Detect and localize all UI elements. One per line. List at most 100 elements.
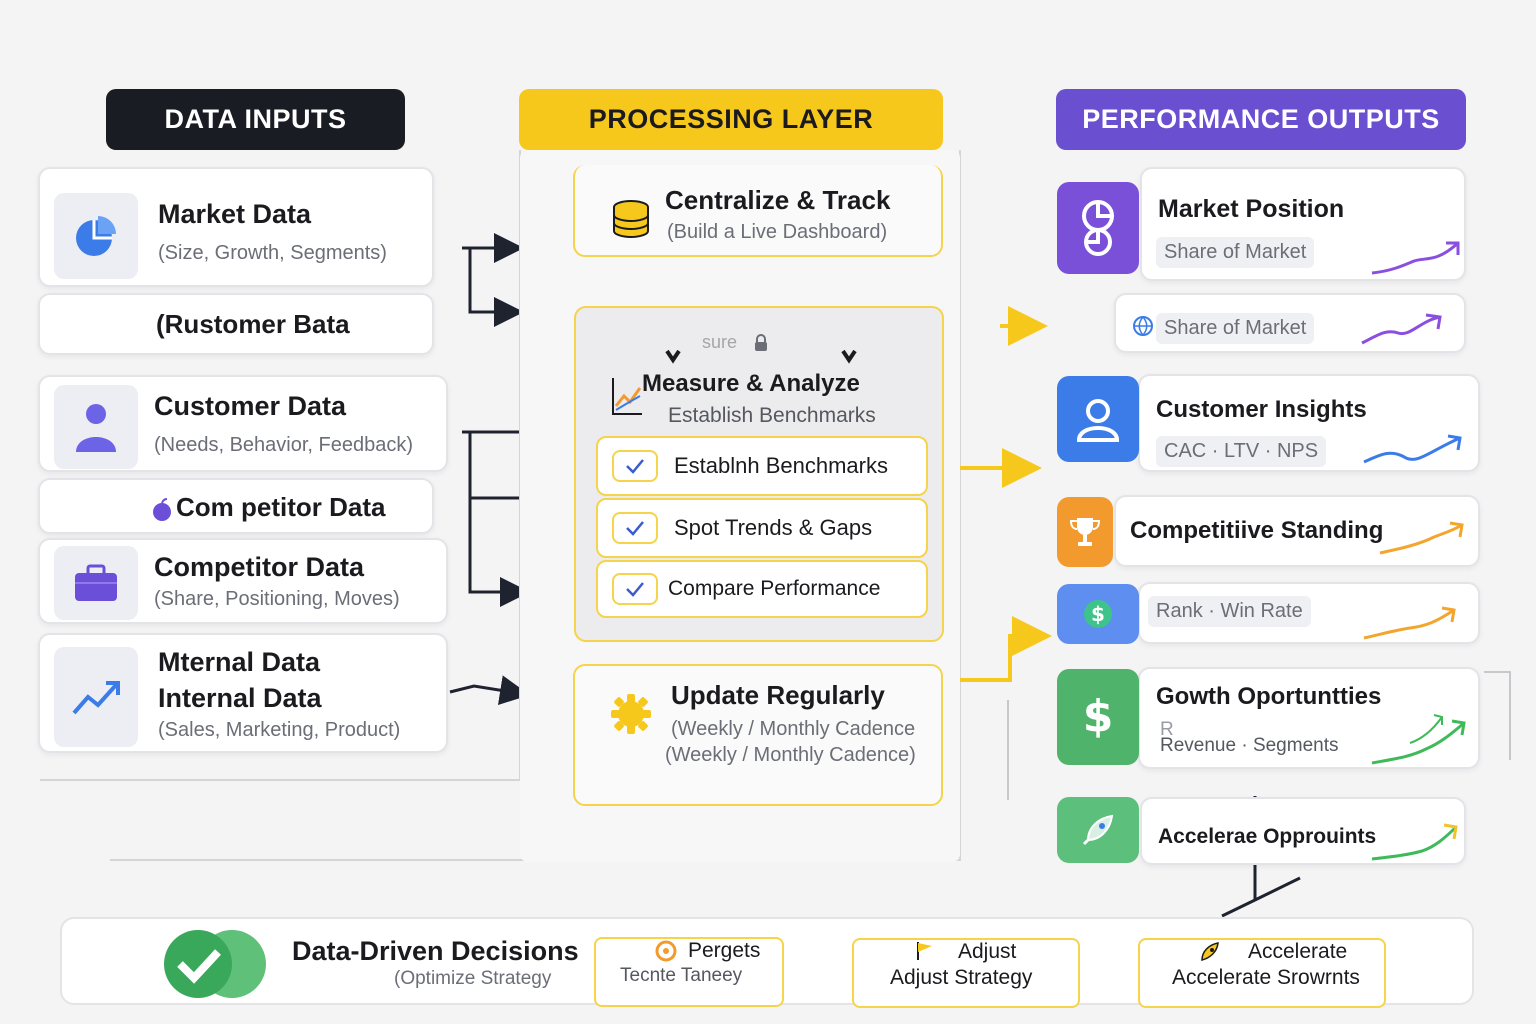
accelerate-card[interactable]: Accelerae Opprouints <box>1140 797 1466 865</box>
check-icon <box>612 573 658 605</box>
measure-top-label: sure <box>702 332 738 352</box>
competitor-data-title: Competitor Data <box>154 552 365 582</box>
targets-step-bottom: Tecnte Taneey <box>620 965 743 986</box>
market-data-subtitle: (Size, Growth, Segments) <box>158 242 387 264</box>
competitor-data-subtitle: (Share, Positioning, Moves) <box>154 588 400 610</box>
trend-sparkline <box>1371 241 1460 275</box>
gear-icon <box>611 694 651 734</box>
dollar-icon: $ <box>1083 691 1114 742</box>
flag-icon <box>917 942 932 960</box>
globe-icon <box>1133 316 1153 336</box>
share-of-market-card[interactable]: Share of Market <box>1114 293 1466 353</box>
user-icon <box>1076 399 1120 442</box>
apple-icon <box>153 498 171 521</box>
establish-benchmarks-item[interactable]: Establnh Benchmarks <box>596 436 928 496</box>
customer-insights-card[interactable]: Customer Insights CAC · LTV · NPS <box>1138 374 1480 472</box>
adjust-step-box[interactable]: Adjust Adjust Strategy <box>852 938 1080 1008</box>
dollar-coin-icon: $ <box>1084 600 1112 628</box>
competitor-data-card[interactable]: Competitor Data (Share, Positioning, Mov… <box>38 538 448 624</box>
internal-data-card[interactable]: Mternal Data Internal Data (Sales, Marke… <box>38 633 448 753</box>
customer-data-small-title: (Rustomer Bata <box>156 309 350 339</box>
customer-insights-chip: CAC · LTV · NPS <box>1156 436 1327 467</box>
update-regularly-subtitle-1: (Weekly / Monthly Cadence <box>671 718 916 740</box>
customer-insights-icon-tile <box>1057 376 1139 462</box>
market-position-title: Market Position <box>1158 195 1345 223</box>
update-regularly-box[interactable]: Update Regularly (Weekly / Monthly Caden… <box>573 664 943 806</box>
trend-sparkline <box>1363 434 1462 464</box>
accelerate-step-bottom: Accelerate Srowrnts <box>1172 966 1360 989</box>
customer-insights-title: Customer Insights <box>1156 396 1367 423</box>
targets-step-box[interactable]: Pergets Tecnte Taneey <box>594 937 784 1007</box>
growth-icon-tile: $ <box>1057 669 1139 765</box>
trend-up-icon <box>72 681 120 715</box>
internal-data-title-1: Mternal Data <box>158 647 321 677</box>
measure-analyze-subtitle: Establish Benchmarks <box>668 404 876 427</box>
data-inputs-header: DATA INPUTS <box>106 89 405 150</box>
share-of-market-chip: Share of Market <box>1156 313 1315 344</box>
briefcase-icon <box>75 564 117 601</box>
person-icon <box>76 404 116 452</box>
svg-text:$: $ <box>1083 691 1114 742</box>
market-position-chip: Share of Market <box>1156 237 1315 268</box>
market-data-card[interactable]: Market Data (Size, Growth, Segments) <box>38 167 434 287</box>
trend-sparkline <box>1371 714 1466 765</box>
rocket-icon <box>1082 814 1114 846</box>
decisions-title: Data-Driven Decisions <box>292 936 579 966</box>
rank-icon-tile: $ <box>1057 584 1139 644</box>
customer-data-card[interactable]: Customer Data (Needs, Behavior, Feedback… <box>38 375 448 472</box>
market-position-icon-tile <box>1057 182 1139 274</box>
growth-opportunities-card[interactable]: Gowth Oportuntties R Revenue · Segments <box>1138 667 1480 769</box>
compare-performance-label: Compare Performance <box>668 577 881 600</box>
market-data-title: Market Data <box>158 199 312 229</box>
svg-text:$: $ <box>1091 602 1105 626</box>
trend-sparkline <box>1363 606 1456 640</box>
trend-sparkline <box>1371 823 1458 861</box>
chevron-down-icon-2 <box>841 349 857 364</box>
rank-win-rate-card[interactable]: Rank · Win Rate <box>1138 582 1480 644</box>
internal-data-title-2: Internal Data <box>158 683 322 713</box>
trophy-icon <box>1069 518 1101 546</box>
customer-data-subtitle: (Needs, Behavior, Feedback) <box>154 434 414 456</box>
accelerate-step-top: Accelerate <box>1248 940 1348 963</box>
trend-sparkline <box>1379 521 1464 555</box>
accelerate-title: Accelerae Opprouints <box>1158 825 1377 848</box>
internal-data-subtitle: (Sales, Marketing, Product) <box>158 719 401 741</box>
rank-win-rate-chip: Rank · Win Rate <box>1148 596 1311 627</box>
market-data-tile <box>54 193 138 279</box>
chevron-down-icon <box>665 349 681 364</box>
competitive-standing-icon-tile <box>1057 497 1113 567</box>
customer-data-small-card[interactable]: (Rustomer Bata <box>38 293 434 355</box>
spot-trends-label: Spot Trends & Gaps <box>674 515 873 540</box>
customer-data-title: Customer Data <box>154 391 347 421</box>
accelerate-step-box[interactable]: Accelerate Accelerate Srowrnts <box>1138 938 1386 1008</box>
processing-layer-header: PROCESSING LAYER <box>519 89 943 150</box>
compare-performance-item[interactable]: Compare Performance <box>596 560 928 618</box>
measure-analyze-box[interactable]: sure Measure & Analyze Establish Benchma… <box>574 306 944 642</box>
database-icon <box>613 200 649 238</box>
centralize-track-title: Centralize & Track <box>665 185 891 215</box>
rocket-icon <box>1201 942 1219 961</box>
trend-sparkline <box>1361 313 1442 345</box>
internal-data-tile <box>54 647 138 747</box>
targets-step-top: Pergets <box>688 939 761 962</box>
competitor-data-small-card[interactable]: Com petitor Data <box>38 478 434 534</box>
growth-opportunities-title: Gowth Oportuntties <box>1156 683 1382 710</box>
centralize-track-box[interactable]: Centralize & Track (Build a Live Dashboa… <box>573 165 943 257</box>
accelerate-icon-tile <box>1057 797 1139 863</box>
competitive-standing-title: Competitiive Standing <box>1130 517 1384 544</box>
check-circle-icon <box>164 930 266 998</box>
check-icon <box>612 450 658 482</box>
adjust-step-top: Adjust <box>958 940 1017 963</box>
growth-chip-top: R <box>1160 719 1174 740</box>
competitive-standing-card[interactable]: Competitiive Standing <box>1114 495 1480 567</box>
check-icon <box>612 512 658 544</box>
target-icon <box>655 940 677 962</box>
performance-outputs-header: PERFORMANCE OUTPUTS <box>1056 89 1466 150</box>
pie-chart-icon <box>76 216 116 256</box>
market-position-card[interactable]: Market Position Share of Market <box>1140 167 1466 281</box>
customer-data-tile <box>54 385 138 469</box>
line-chart-icon <box>612 378 642 415</box>
competitor-data-tile <box>54 546 138 620</box>
measure-analyze-title: Measure & Analyze <box>642 370 860 397</box>
spot-trends-item[interactable]: Spot Trends & Gaps <box>596 498 928 558</box>
